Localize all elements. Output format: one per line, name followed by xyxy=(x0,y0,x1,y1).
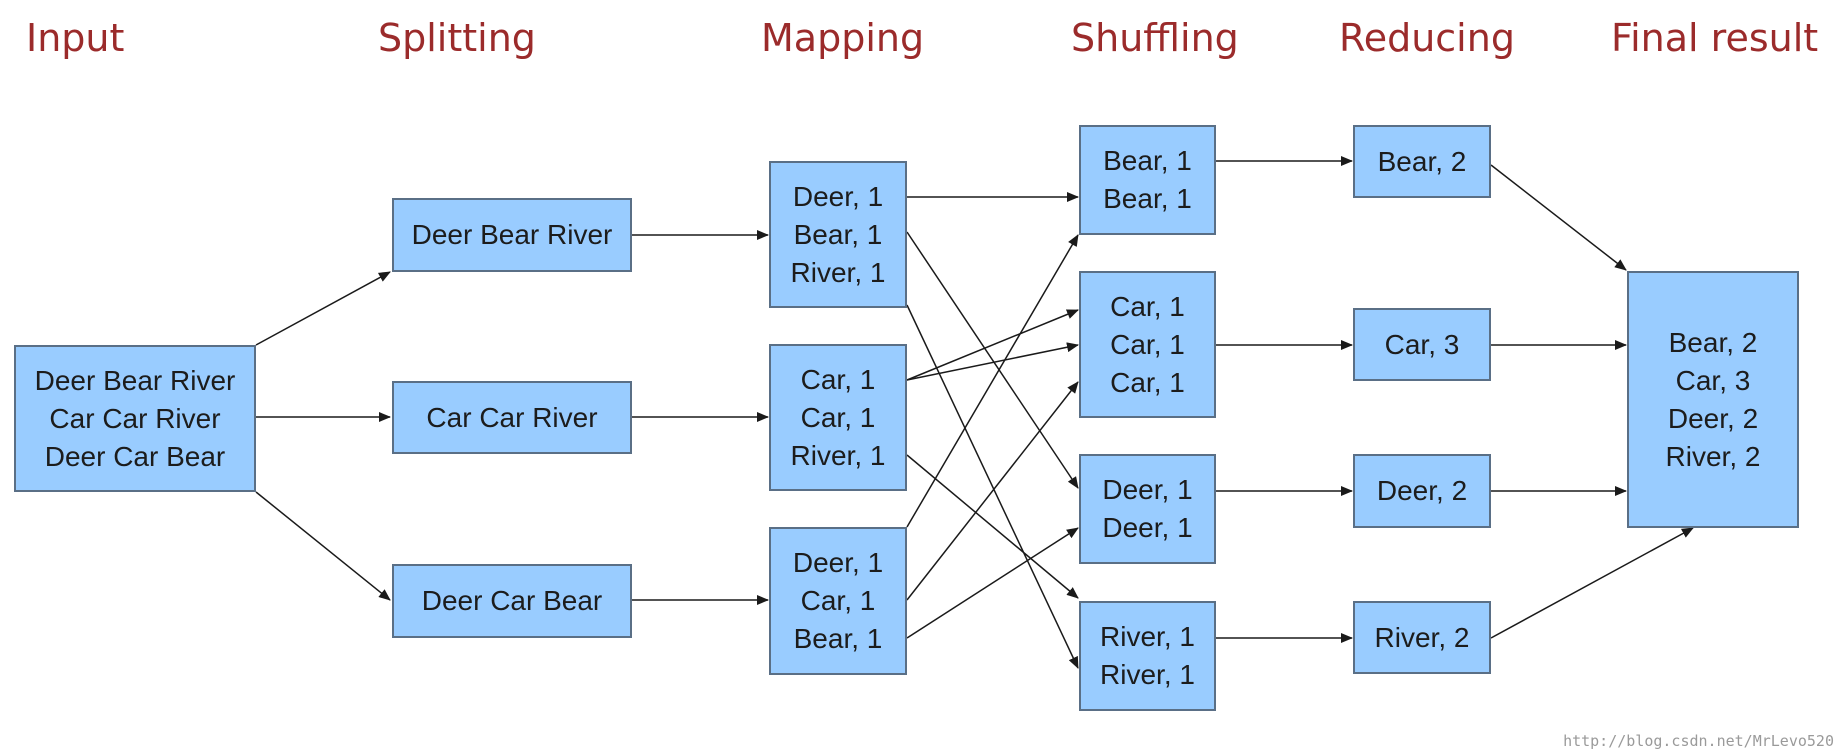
map-box-2: Car, 1 Car, 1 River, 1 xyxy=(769,344,907,491)
reduce-box-deer: Deer, 2 xyxy=(1353,454,1491,528)
heading-final-result: Final result xyxy=(1611,16,1819,60)
arrow-map-3-to-shuffle-deer xyxy=(906,527,1079,639)
map-line: Car, 1 xyxy=(800,363,876,395)
heading-input: Input xyxy=(26,16,125,60)
input-line: Deer Car Bear xyxy=(44,440,226,472)
map-line: River, 1 xyxy=(790,256,886,288)
arrow-reduce-bear-to-final xyxy=(1490,164,1627,271)
shuffle-line: Car, 1 xyxy=(1110,290,1185,322)
input-line: Deer Bear River xyxy=(34,364,236,396)
split-line: Deer Bear River xyxy=(411,219,613,250)
shuffle-line: Deer, 1 xyxy=(1102,474,1193,505)
map-box-1: Deer, 1 Bear, 1 River, 1 xyxy=(769,161,907,308)
input-line: Car Car River xyxy=(49,402,221,434)
map-line: River, 1 xyxy=(790,439,886,471)
arrow-reduce-river-to-final xyxy=(1490,527,1694,639)
reduce-line: River, 2 xyxy=(1374,621,1470,653)
final-line: River, 2 xyxy=(1665,440,1761,472)
shuffle-box-deer: Deer, 1 Deer, 1 xyxy=(1079,454,1216,564)
heading-reducing: Reducing xyxy=(1339,16,1515,60)
final-line: Deer, 2 xyxy=(1667,402,1759,434)
reduce-box-river: River, 2 xyxy=(1353,601,1491,674)
shuffle-box-bear: Bear, 1 Bear, 1 xyxy=(1079,125,1216,235)
shuffle-box-car: Car, 1 Car, 1 Car, 1 xyxy=(1079,271,1216,418)
arrow-map-2-to-shuffle-car-a xyxy=(906,309,1079,381)
heading-splitting: Splitting xyxy=(378,16,536,60)
map-line: Car, 1 xyxy=(800,585,876,616)
arrow-map-2-to-shuffle-car-b xyxy=(906,342,1079,381)
heading-mapping: Mapping xyxy=(761,16,925,60)
final-line: Bear, 2 xyxy=(1668,326,1758,358)
shuffle-line: Car, 1 xyxy=(1110,328,1185,360)
shuffle-line: Deer, 1 xyxy=(1102,512,1193,543)
map-line: Bear, 1 xyxy=(793,218,883,250)
split-line: Car Car River xyxy=(426,401,598,433)
arrow-input-to-split-3 xyxy=(255,491,391,601)
split-box-3: Deer Car Bear xyxy=(392,564,632,638)
heading-shuffling: Shuffling xyxy=(1071,16,1239,60)
watermark: http://blog.csdn.net/MrLevo520 xyxy=(1563,732,1834,750)
arrow-map-3-to-shuffle-bear xyxy=(906,234,1079,528)
arrow-map-2-to-shuffle-river xyxy=(906,454,1079,599)
map-line: Deer, 1 xyxy=(792,180,884,212)
shuffle-line: River, 1 xyxy=(1100,621,1195,652)
arrow-map-3-to-shuffle-car xyxy=(906,381,1079,601)
map-line: Deer, 1 xyxy=(792,547,884,578)
map-line: Bear, 1 xyxy=(793,623,883,654)
split-box-1: Deer Bear River xyxy=(392,198,632,272)
arrow-map-1-to-shuffle-river xyxy=(906,304,1079,669)
shuffle-box-river: River, 1 River, 1 xyxy=(1079,601,1216,711)
shuffle-line: Bear, 1 xyxy=(1103,145,1192,176)
final-line: Car, 3 xyxy=(1675,364,1751,396)
arrow-input-to-split-1 xyxy=(255,271,391,346)
split-box-2: Car Car River xyxy=(392,381,632,454)
map-box-3: Deer, 1 Car, 1 Bear, 1 xyxy=(769,527,907,675)
final-result-box: Bear, 2 Car, 3 Deer, 2 River, 2 xyxy=(1627,271,1799,528)
reduce-box-bear: Bear, 2 xyxy=(1353,125,1491,198)
split-line: Deer Car Bear xyxy=(421,585,603,616)
map-line: Car, 1 xyxy=(800,401,876,433)
shuffle-line: River, 1 xyxy=(1100,659,1195,690)
arrow-map-1-to-shuffle-deer xyxy=(906,231,1079,489)
shuffle-line: Car, 1 xyxy=(1110,366,1185,398)
shuffle-line: Bear, 1 xyxy=(1103,183,1192,214)
reduce-box-car: Car, 3 xyxy=(1353,308,1491,381)
reduce-line: Bear, 2 xyxy=(1377,145,1467,177)
input-box: Deer Bear River Car Car River Deer Car B… xyxy=(14,345,256,492)
reduce-line: Car, 3 xyxy=(1384,328,1460,360)
reduce-line: Deer, 2 xyxy=(1376,475,1468,506)
